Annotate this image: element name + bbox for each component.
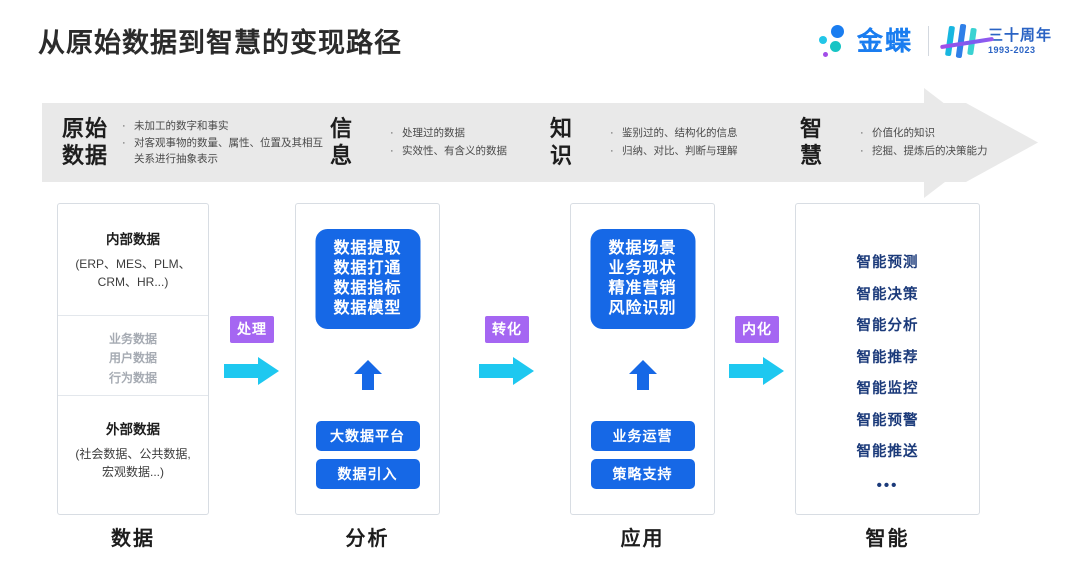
application-pill-business-operation[interactable]: 业务运营 xyxy=(590,421,695,451)
column-data: 内部数据 (ERP、MES、PLM、CRM、HR...) 业务数据 用户数据 行… xyxy=(57,203,209,515)
bullet-dot-icon: · xyxy=(390,127,394,140)
internal-data-subtitle: (ERP、MES、PLM、CRM、HR...) xyxy=(75,257,191,289)
list-item: 智能推荐 xyxy=(856,349,919,366)
connector-label: 内化 xyxy=(735,316,779,343)
bullet-dot-icon: · xyxy=(122,119,126,132)
data-type-item: 行为数据 xyxy=(108,370,157,385)
column-label-analysis: 分析 xyxy=(345,528,390,550)
bullet-dot-icon: · xyxy=(610,144,614,157)
external-data-section: 外部数据 (社会数据、公共数据, 宏观数据...) xyxy=(58,396,208,514)
brand-name: 金蝶 xyxy=(856,26,913,56)
analysis-card-line: 数据模型 xyxy=(333,300,402,318)
up-arrow-icon xyxy=(626,359,660,391)
banner-stage-bullets: ·未加工的数字和事实 ·对客观事物的数量、属性、位置及其相互关系进行抽象表示 xyxy=(122,119,323,166)
application-card-line: 精准营销 xyxy=(608,280,677,297)
analysis-card-line: 数据指标 xyxy=(333,280,402,297)
right-arrow-icon xyxy=(474,355,540,387)
bullet-dot-icon: · xyxy=(122,136,126,149)
list-item: 智能决策 xyxy=(856,286,919,303)
anniversary-badge: 三十周年 1993-2023 xyxy=(940,21,1052,61)
list-ellipsis: ••• xyxy=(876,476,899,494)
banner-stage-raw-data: 原始 数据 ·未加工的数字和事实 ·对客观事物的数量、属性、位置及其相互关系进行… xyxy=(62,103,324,182)
application-card-line: 业务现状 xyxy=(608,259,677,277)
banner-stage-wisdom: 智 慧 ·价值化的知识 ·挖掘、提炼后的决策能力 xyxy=(800,103,988,182)
bullet-dot-icon: · xyxy=(860,144,864,157)
data-type-item: 用户数据 xyxy=(108,351,157,366)
brand-logo: 金蝶 三十周年 1993-2023 xyxy=(817,18,1052,64)
connector-process: 处理 xyxy=(219,316,285,387)
data-type-item: 业务数据 xyxy=(108,332,157,346)
internal-data-title: 内部数据 xyxy=(106,232,160,247)
banner-stage-bullets: ·鉴别过的、结构化的信息 ·归纳、对比、判断与理解 xyxy=(610,125,738,159)
bullet-dot-icon: · xyxy=(610,127,614,140)
column-label-data: 数据 xyxy=(111,528,155,550)
up-arrow-icon xyxy=(351,359,385,391)
external-data-subtitle: (社会数据、公共数据, 宏观数据...) xyxy=(75,447,191,479)
application-capability-card[interactable]: 数据场景 业务现状 精准营销 风险识别 xyxy=(590,229,695,329)
data-types-section: 业务数据 用户数据 行为数据 xyxy=(58,316,208,396)
application-card-line: 风险识别 xyxy=(608,300,677,318)
anniversary-years: 1993-2023 xyxy=(987,44,1036,55)
list-item: 智能推送 xyxy=(856,444,919,460)
list-item: 智能监控 xyxy=(856,381,919,397)
stage-banner-arrow-tip xyxy=(924,88,996,198)
bullet-dot-icon: · xyxy=(860,127,864,140)
banner-stage-knowledge: 知 识 ·鉴别过的、结构化的信息 ·归纳、对比、判断与理解 xyxy=(550,103,738,182)
analysis-card-line: 数据打通 xyxy=(333,259,402,277)
column-analysis: 数据提取 数据打通 数据指标 数据模型 大数据平台 数据引入 xyxy=(295,203,440,515)
list-item: 智能预警 xyxy=(856,412,919,429)
application-pill-strategy-support[interactable]: 策略支持 xyxy=(590,459,695,489)
analysis-pill-bigdata-platform[interactable]: 大数据平台 xyxy=(315,421,420,451)
connector-label: 处理 xyxy=(230,316,274,343)
application-card-line: 数据场景 xyxy=(608,239,677,257)
anniversary-label: 三十周年 xyxy=(987,26,1052,44)
banner-stage-title: 知 识 xyxy=(550,115,574,168)
right-arrow-icon xyxy=(219,355,285,387)
column-application: 数据场景 业务现状 精准营销 风险识别 业务运营 策略支持 xyxy=(570,203,715,515)
internal-data-section: 内部数据 (ERP、MES、PLM、CRM、HR...) xyxy=(58,204,208,316)
column-intelligence: 智能预测 智能决策 智能分析 智能推荐 智能监控 智能预警 智能推送 ••• xyxy=(795,203,980,515)
stage-banner-background xyxy=(42,103,1038,182)
list-item: 智能分析 xyxy=(856,318,919,334)
column-label-intelligence: 智能 xyxy=(865,528,910,550)
anniversary-mark-icon xyxy=(940,21,994,61)
kingdee-dots-icon xyxy=(817,22,853,60)
list-item: 智能预测 xyxy=(856,255,919,271)
analysis-pill-data-ingestion[interactable]: 数据引入 xyxy=(315,459,420,489)
column-label-application: 应用 xyxy=(620,528,665,550)
banner-stage-information: 信 息 ·处理过的数据 ·实效性、有含义的数据 xyxy=(330,103,507,182)
right-arrow-icon xyxy=(724,355,790,387)
banner-stage-bullets: ·处理过的数据 ·实效性、有含义的数据 xyxy=(390,125,507,159)
bullet-dot-icon: · xyxy=(390,144,394,157)
brand-divider xyxy=(927,26,929,56)
banner-stage-title: 智 慧 xyxy=(800,115,824,168)
analysis-card-line: 数据提取 xyxy=(333,239,402,257)
connector-transform: 转化 xyxy=(474,316,540,387)
connector-internalize: 内化 xyxy=(724,316,790,387)
page-title: 从原始数据到智慧的变现路径 xyxy=(38,28,402,58)
analysis-capability-card[interactable]: 数据提取 数据打通 数据指标 数据模型 xyxy=(315,229,420,329)
intelligence-list: 智能预测 智能决策 智能分析 智能推荐 智能监控 智能预警 智能推送 ••• xyxy=(796,204,979,494)
banner-stage-bullets: ·价值化的知识 ·挖掘、提炼后的决策能力 xyxy=(860,125,988,159)
external-data-title: 外部数据 xyxy=(106,422,160,437)
banner-stage-title: 信 息 xyxy=(330,115,354,168)
connector-label: 转化 xyxy=(485,316,529,343)
banner-stage-title: 原始 数据 xyxy=(62,115,109,168)
